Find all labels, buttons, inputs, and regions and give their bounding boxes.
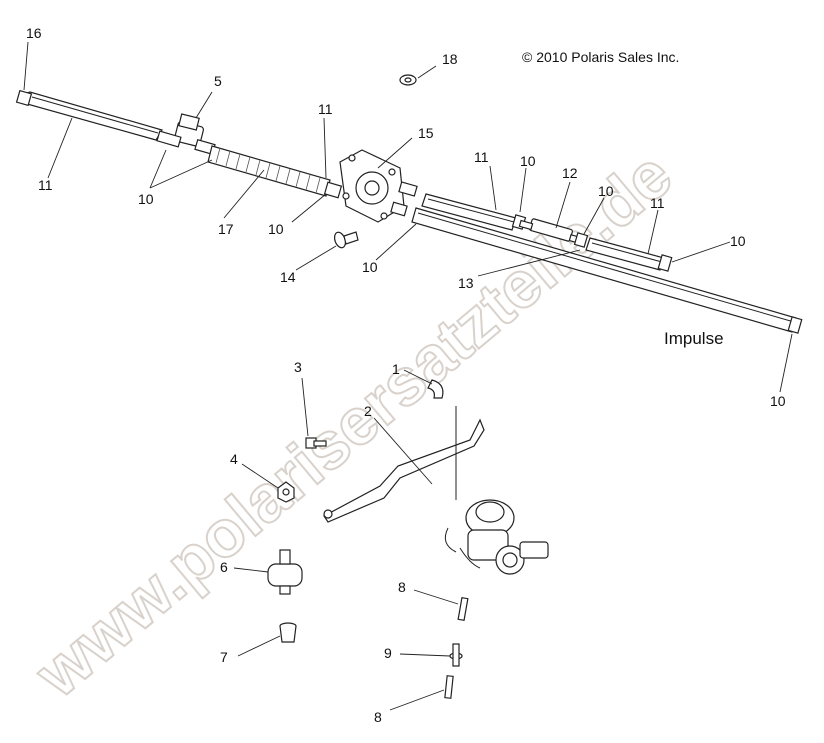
callout-12: 12 (562, 165, 578, 181)
callout-1: 1 (392, 361, 400, 377)
part-8-pin-lower (444, 675, 454, 699)
callout-15: 15 (418, 125, 434, 141)
part-3-bolt (305, 437, 327, 449)
part-2-bracket (323, 418, 485, 523)
part-11-hose-right (585, 237, 665, 271)
callout-10-g: 10 (770, 393, 786, 409)
part-13-impulse-hose (411, 207, 803, 334)
leader-lines (23, 41, 793, 711)
part-9-fitting (449, 643, 463, 667)
callout-11-a: 11 (318, 101, 333, 117)
part-17-braided-hose (207, 145, 331, 197)
callout-10-d: 10 (598, 183, 614, 199)
callout-10-e: 10 (730, 233, 746, 249)
part-18-washer (399, 74, 417, 86)
callout-7: 7 (220, 649, 228, 665)
callout-11-d: 11 (650, 195, 665, 211)
part-1-elbow-hose (427, 379, 444, 399)
callout-8-a: 8 (398, 579, 406, 595)
part-11-hose-left (15, 89, 163, 141)
watermark: www.polarisersatzteile.de (20, 136, 687, 712)
part-11-hose-middle (421, 193, 517, 231)
callout-4: 4 (230, 451, 238, 467)
part-10-clamp-c (657, 254, 673, 272)
callout-2: 2 (364, 403, 372, 419)
watermark-text: www.polarisersatzteile.de (21, 137, 686, 711)
callout-14: 14 (280, 269, 296, 285)
callout-10-c: 10 (520, 153, 536, 169)
part-15-fuel-pump (323, 149, 418, 223)
callout-8-b: 8 (374, 709, 382, 725)
callout-6: 6 (220, 559, 228, 575)
model-label: Impulse (664, 329, 724, 348)
part-7-well-nut (279, 622, 297, 643)
carburetor (444, 406, 549, 575)
callout-16: 16 (26, 25, 42, 41)
part-6-rubber-mount (267, 549, 303, 595)
callout-9: 9 (384, 645, 392, 661)
part-4-nut (277, 481, 295, 503)
part-8-pin-upper (457, 596, 469, 622)
callout-18: 18 (442, 51, 458, 67)
callout-13: 13 (458, 275, 474, 291)
callout-3: 3 (294, 359, 302, 375)
callout-labels: 16 5 11 15 18 11 10 17 10 11 10 12 10 11… (26, 25, 786, 725)
part-14-push-rivet (333, 231, 359, 249)
part-5-fuel-valve (156, 113, 216, 156)
copyright-notice: © 2010 Polaris Sales Inc. (522, 49, 679, 65)
callout-11-c: 11 (474, 149, 489, 165)
callout-11-b: 11 (38, 177, 53, 193)
callout-10-f: 10 (362, 259, 378, 275)
part-10-clamp-b (573, 232, 589, 248)
callout-10-b: 10 (268, 221, 284, 237)
callout-17: 17 (218, 221, 234, 237)
callout-10-a: 10 (138, 191, 154, 207)
callout-5: 5 (214, 73, 222, 89)
